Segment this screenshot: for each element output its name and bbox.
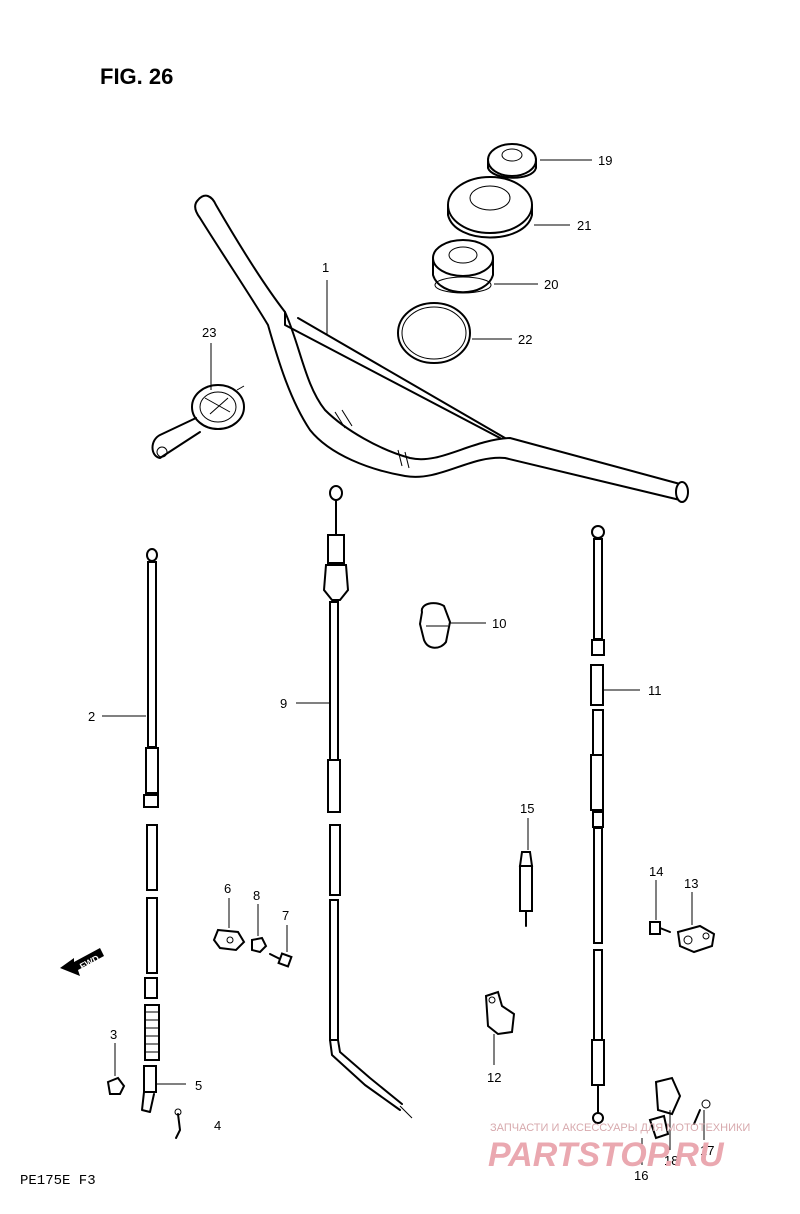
clamp-13 <box>676 924 716 954</box>
callout-13: 13 <box>684 876 698 891</box>
callout-10: 10 <box>492 616 506 631</box>
cable-holder-10 <box>418 602 452 649</box>
callout-9: 9 <box>280 696 287 711</box>
callout-23: 23 <box>202 325 216 340</box>
throttle-grip <box>151 384 245 459</box>
callout-12: 12 <box>487 1070 501 1085</box>
locknut <box>487 143 537 179</box>
callout-7: 7 <box>282 908 289 923</box>
o-ring <box>397 302 471 364</box>
front-brake-cable <box>141 548 160 1113</box>
callout-21: 21 <box>577 218 591 233</box>
callout-6: 6 <box>224 881 231 896</box>
figure-title: FIG. 26 <box>100 64 173 89</box>
callout-19: 19 <box>598 153 612 168</box>
model-code: PE175E F3 <box>20 1173 96 1189</box>
cotter-pin <box>174 1108 182 1139</box>
nut-8 <box>251 936 268 954</box>
clutch-cable <box>590 525 605 1124</box>
clamp-12 <box>484 990 516 1036</box>
callout-22: 22 <box>518 332 532 347</box>
callout-14: 14 <box>649 864 663 879</box>
cable-adjuster-15 <box>518 851 534 927</box>
bolt-7 <box>269 952 293 968</box>
bearing-cover <box>447 176 533 239</box>
cable-clamp-6 <box>212 928 246 952</box>
callout-18: 18 <box>664 1153 678 1168</box>
callout-8: 8 <box>253 888 260 903</box>
callout-16: 16 <box>634 1168 648 1183</box>
bolt-14 <box>649 921 671 935</box>
callout-20: 20 <box>544 277 558 292</box>
throttle-cable <box>322 485 413 1119</box>
nut-3 <box>106 1076 126 1095</box>
callout-2: 2 <box>88 709 95 724</box>
watermark-tagline: ЗАПЧАСТИ И АКСЕССУАРЫ ДЛЯ МОТОТЕХНИКИ <box>490 1122 750 1134</box>
callout-11: 11 <box>648 683 662 698</box>
callout-1: 1 <box>322 260 329 275</box>
callout-15: 15 <box>520 801 534 816</box>
fwd-arrow-icon: FWD <box>60 948 104 976</box>
handlebar <box>194 194 689 503</box>
clutch-lever-parts <box>648 1076 711 1140</box>
callout-17: 17 <box>700 1143 714 1158</box>
callout-5: 5 <box>195 1078 202 1093</box>
bearing <box>432 239 494 294</box>
callout-3: 3 <box>110 1027 117 1042</box>
watermark-brand: PARTSTOP.RU <box>488 1136 725 1174</box>
callout-4: 4 <box>214 1118 221 1133</box>
